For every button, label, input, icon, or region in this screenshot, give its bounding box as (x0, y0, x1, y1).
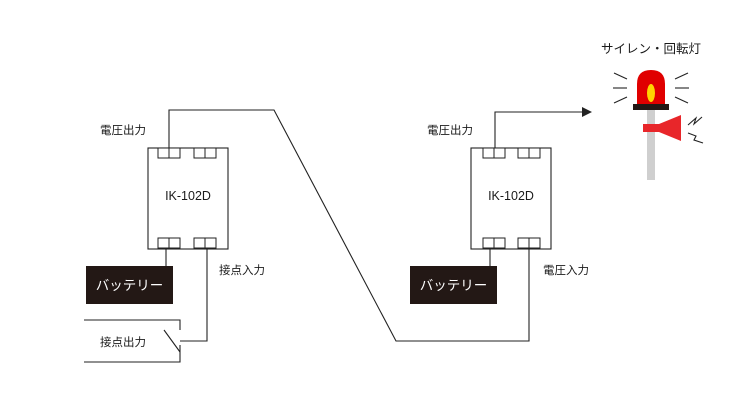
lamp-highlight (647, 84, 655, 102)
wires (165, 107, 592, 342)
switch-blade (163, 329, 181, 353)
switch-label: 接点出力 (100, 335, 146, 349)
battery-left-box (86, 266, 173, 304)
siren-horn (643, 115, 681, 141)
wire-left-out-to-right-in (168, 109, 530, 342)
battery-left: バッテリー (86, 266, 173, 304)
battery-left-label: バッテリー (96, 278, 164, 294)
device-right: IK-102D (470, 147, 552, 250)
device-right-label: IK-102D (488, 189, 534, 203)
battery-right-box (410, 266, 497, 304)
contact-switch: 接点出力 (84, 319, 181, 363)
lamp-base (633, 104, 669, 110)
left-contact-in-label: 接点入力 (219, 263, 265, 277)
device-left: IK-102D (147, 147, 229, 250)
device-left-body (147, 147, 229, 250)
switch-lower (84, 345, 181, 363)
wire-right-out-to-siren (494, 111, 586, 150)
right-voltage-out-label: 電圧出力 (427, 123, 473, 137)
right-voltage-in-label: 電圧入力 (543, 263, 589, 277)
wire-left-contact-in (180, 248, 208, 342)
switch-outline (84, 319, 181, 330)
left-voltage-out-label: 電圧出力 (100, 123, 146, 137)
siren-label: サイレン・回転灯 (601, 41, 701, 56)
device-left-label: IK-102D (165, 189, 211, 203)
battery-right-label: バッテリー (420, 278, 488, 294)
light-rays (613, 72, 689, 104)
arrowhead-to-siren (582, 107, 592, 117)
device-right-body (470, 147, 552, 250)
battery-right: バッテリー (410, 266, 497, 304)
siren-light: サイレン・回転灯 (601, 41, 704, 180)
sound-waves (687, 116, 704, 144)
siren-pole (647, 108, 655, 180)
